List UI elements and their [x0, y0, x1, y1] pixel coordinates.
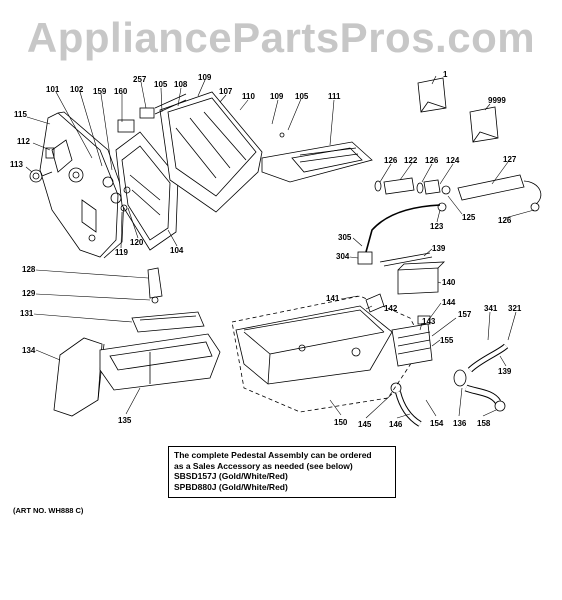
callout-part-109: 109: [198, 73, 212, 82]
callout-part-108: 108: [174, 80, 188, 89]
note-line: SPBD880J (Gold/White/Red): [174, 481, 288, 492]
callout-part-142: 142: [384, 304, 398, 313]
leader-lines: [25, 75, 535, 419]
callout-part-120: 120: [130, 238, 144, 247]
callout-part-146: 146: [389, 420, 403, 429]
callout-part-140: 140: [442, 278, 456, 287]
callout-part-157: 157: [458, 310, 472, 319]
callout-part-305: 305: [338, 233, 352, 242]
callout-part-107: 107: [219, 87, 233, 96]
callout-part-141: 141: [326, 294, 340, 303]
callout-part-105: 105: [154, 80, 168, 89]
top-bracket: [261, 132, 373, 183]
callout-part-154: 154: [430, 419, 444, 428]
callout-part-126: 126: [498, 216, 512, 225]
callout-part-139: 139: [432, 244, 446, 253]
callout-part-131: 131: [20, 309, 34, 318]
callout-part-126: 126: [425, 156, 439, 165]
callout-part-158: 158: [477, 419, 491, 428]
callout-part-105: 105: [295, 92, 309, 101]
note-line: SBSD157J (Gold/White/Red): [174, 471, 288, 481]
callout-part-112: 112: [17, 137, 30, 146]
callout-part-1: 1: [443, 70, 448, 79]
literature-sheets: [417, 77, 499, 143]
control-panel-console: [29, 111, 125, 259]
callout-part-257: 257: [133, 75, 147, 84]
control-board: [115, 107, 179, 251]
callout-part-113: 113: [10, 160, 23, 169]
callout-part-122: 122: [404, 156, 418, 165]
callout-part-127: 127: [503, 155, 517, 164]
callout-part-139: 139: [498, 367, 512, 376]
callout-part-9999: 9999: [488, 96, 506, 105]
callout-part-143: 143: [422, 317, 436, 326]
fill-hoses: [365, 174, 542, 253]
callout-part-159: 159: [93, 87, 107, 96]
callout-part-124: 124: [446, 156, 460, 165]
dispenser-housing-group: [231, 293, 433, 413]
callout-part-115: 115: [14, 110, 27, 119]
callout-part-304: 304: [336, 252, 350, 261]
callout-part-104: 104: [170, 246, 184, 255]
callout-part-129: 129: [22, 289, 36, 298]
bellows-hoses: [395, 343, 509, 427]
callout-part-155: 155: [440, 336, 454, 345]
note-line: as a Sales Accessory as needed (see belo…: [174, 460, 353, 471]
watermark: AppliancePartsPros.com: [26, 14, 536, 61]
callout-part-160: 160: [114, 87, 128, 96]
callout-part-128: 128: [22, 265, 36, 274]
callout-part-321: 321: [508, 304, 522, 313]
valve-and-harness: [357, 251, 446, 295]
callout-part-102: 102: [70, 85, 84, 94]
callout-part-101: 101: [46, 85, 60, 94]
art-number: (ART NO. WH888 C): [13, 506, 84, 515]
callout-part-145: 145: [358, 420, 372, 429]
dispenser-drawer: [53, 267, 221, 417]
callout-part-119: 119: [115, 248, 128, 257]
callout-part-135: 135: [118, 416, 132, 425]
callout-part-144: 144: [442, 298, 456, 307]
callout-part-341: 341: [484, 304, 498, 313]
callout-part-125: 125: [462, 213, 476, 222]
callout-part-111: 111: [328, 92, 341, 101]
callout-part-136: 136: [453, 419, 467, 428]
callout-part-110: 110: [242, 92, 255, 101]
pedestal-assembly-note: The complete Pedestal Assembly can be or…: [168, 446, 396, 498]
callout-part-126: 126: [384, 156, 398, 165]
note-line: The complete Pedestal Assembly can be or…: [174, 450, 372, 460]
callout-part-123: 123: [430, 222, 444, 231]
callout-part-109: 109: [270, 92, 284, 101]
callout-part-134: 134: [22, 346, 36, 355]
control-frame: [154, 91, 263, 213]
callout-part-150: 150: [334, 418, 348, 427]
